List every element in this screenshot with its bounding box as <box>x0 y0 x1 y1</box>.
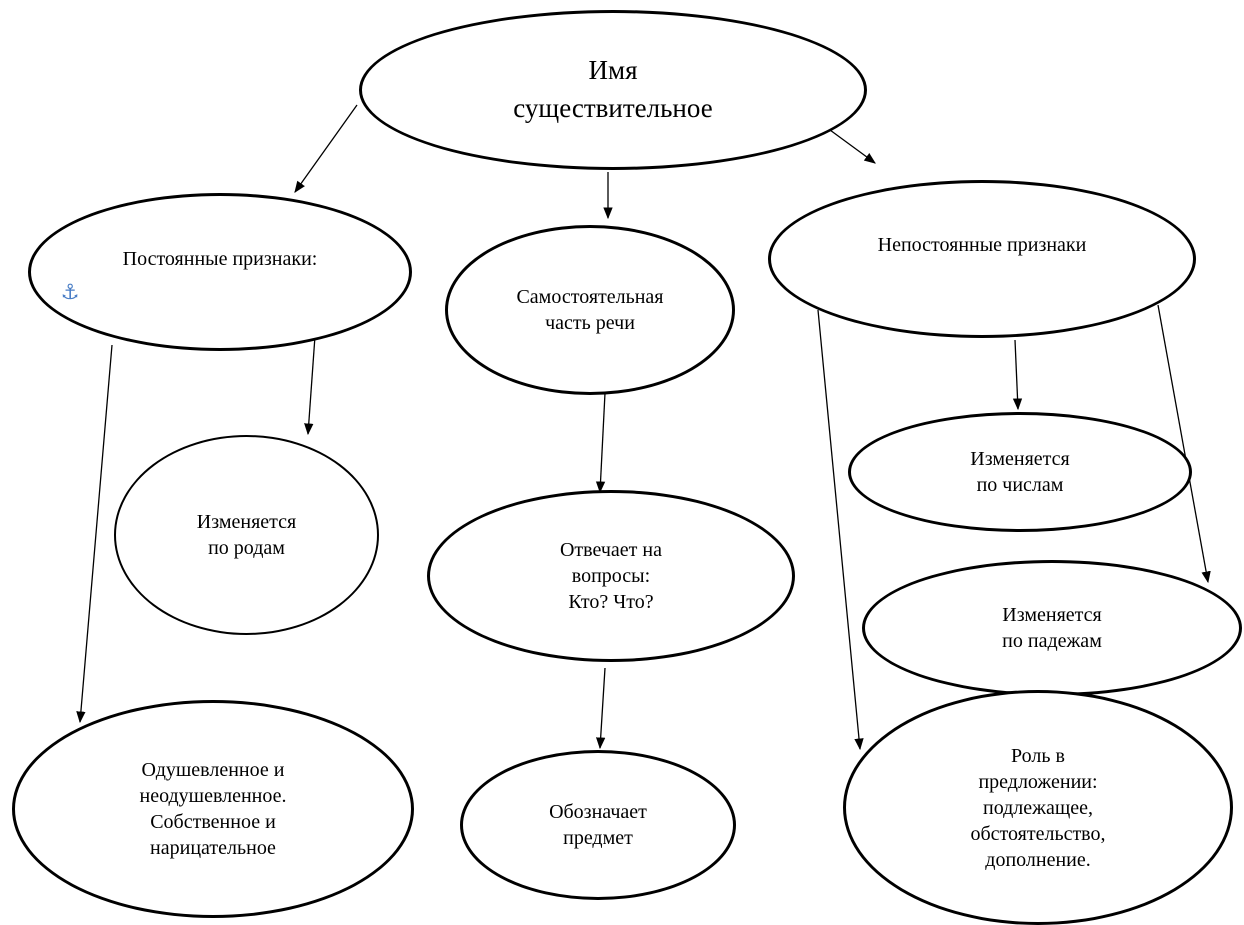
node-independent-part: Самостоятельная часть речи <box>445 225 735 395</box>
node-sentence-role-label: Роль в предложении: подлежащее, обстояте… <box>970 744 1106 871</box>
node-constant-features-label: Постоянные признаки: <box>122 248 318 270</box>
arrow-variable-to-case <box>1157 304 1211 584</box>
arrow-root-to-constant <box>294 104 358 193</box>
node-sentence-role: Роль в предложении: подлежащее, обстояте… <box>843 690 1233 925</box>
arrow-variable-to-number <box>1012 339 1023 411</box>
node-changes-by-number-label: Изменяется по числам <box>970 448 1070 496</box>
node-variable-features: Непостоянные признаки <box>768 180 1196 338</box>
node-denotes-object: Обозначает предмет <box>460 750 736 900</box>
arrow-variable-to-role <box>817 309 864 751</box>
arrow-independent-to-questions <box>595 392 606 494</box>
node-animate-proper: Одушевленное и неодушевленное. Собственн… <box>12 700 414 918</box>
anchor-icon[interactable]: ⚓ <box>60 280 80 304</box>
node-noun-root-label: Имя существительное <box>513 55 713 123</box>
node-variable-features-label: Непостоянные признаки <box>877 234 1087 256</box>
node-constant-features: Постоянные признаки: <box>28 193 412 351</box>
node-answers-questions: Отвечает на вопросы: Кто? Что? <box>427 490 795 662</box>
node-independent-part-label: Самостоятельная часть речи <box>516 286 664 334</box>
arrow-constant-to-gender <box>304 335 316 436</box>
node-denotes-object-label: Обозначает предмет <box>549 801 647 849</box>
arrow-questions-to-object <box>595 667 606 750</box>
node-changes-by-case: Изменяется по падежам <box>862 560 1242 696</box>
node-changes-by-case-label: Изменяется по падежам <box>1002 604 1102 652</box>
arrow-root-to-variable <box>829 129 876 164</box>
node-changes-by-gender: Изменяется по родам <box>114 435 379 635</box>
node-noun-root: Имя существительное <box>359 10 867 170</box>
node-animate-proper-label: Одушевленное и неодушевленное. Собственн… <box>139 759 287 859</box>
node-answers-questions-label: Отвечает на вопросы: Кто? Что? <box>559 539 663 613</box>
node-changes-by-gender-label: Изменяется по родам <box>196 511 297 559</box>
node-changes-by-number: Изменяется по числам <box>848 412 1192 532</box>
arrow-constant-to-animate <box>76 344 113 724</box>
